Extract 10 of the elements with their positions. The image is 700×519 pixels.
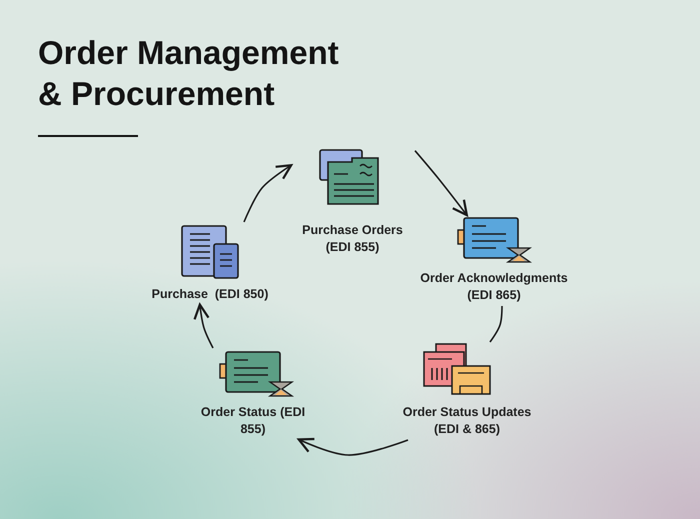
arrow (243, 164, 292, 222)
step-label: Purchase (EDI 850) (150, 286, 270, 303)
step-label: Order Acknowledgments (EDI 865) (419, 270, 569, 304)
title: Order Management & Procurement (38, 33, 340, 114)
arrow (298, 438, 408, 456)
step-label: Order Status (EDI 855) (200, 404, 306, 438)
step-label: Order Status Updates (EDI & 865) (402, 404, 532, 438)
arrow (193, 304, 214, 348)
step-label: Purchase Orders (EDI 855) (301, 222, 404, 256)
arrow (414, 150, 468, 216)
